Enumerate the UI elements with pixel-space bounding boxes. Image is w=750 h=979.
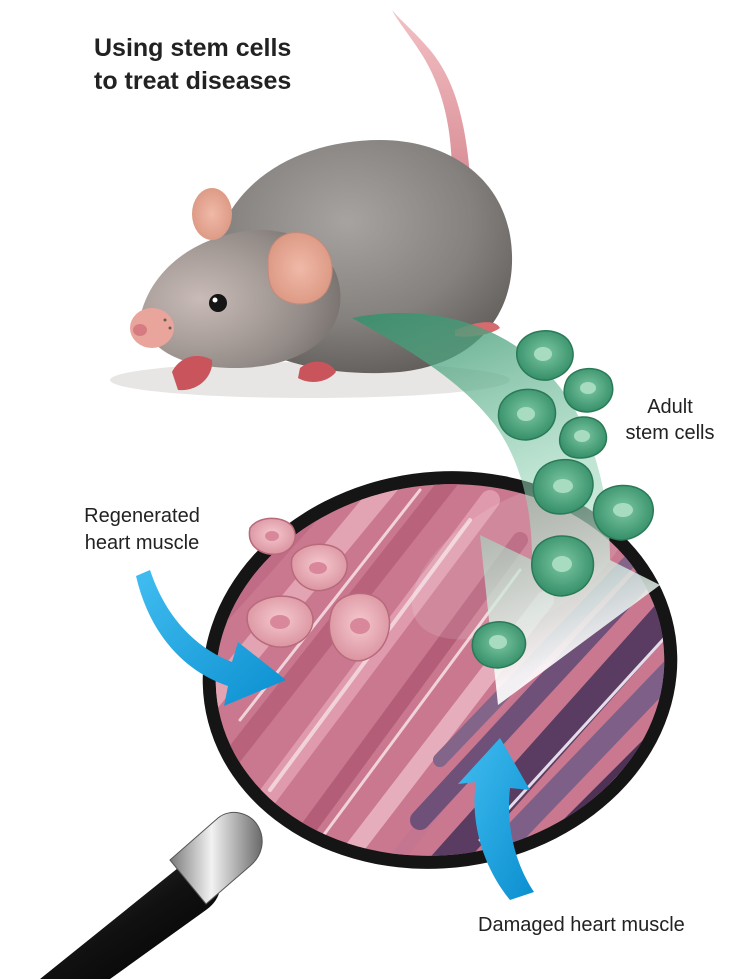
- title-line-2: to treat diseases: [94, 65, 394, 98]
- mouse-whisker-dot: [164, 319, 167, 322]
- adult-stem-cells-label: Adult stem cells: [590, 394, 750, 446]
- regen-label-line-1: Regenerated: [42, 503, 242, 530]
- diagram-title: Using stem cells to treat diseases: [94, 32, 394, 98]
- stem-cell-icon: [532, 536, 594, 596]
- stem-cell-icon: [472, 622, 525, 668]
- mouse-whisker-dot: [169, 327, 172, 330]
- regen-label-line-2: heart muscle: [42, 530, 242, 557]
- damaged-heart-muscle-label: Damaged heart muscle: [478, 912, 750, 938]
- mouse-ear-back: [192, 188, 232, 240]
- mouse-eye: [209, 294, 227, 312]
- pink-cell-nucleus: [265, 531, 279, 541]
- mouse-nose: [133, 324, 147, 336]
- stem-cell-icon: [533, 460, 593, 514]
- mouse-ear-front: [268, 232, 332, 304]
- pink-cell-nucleus: [350, 618, 370, 634]
- regenerated-heart-muscle-label: Regenerated heart muscle: [42, 503, 242, 557]
- mouse-eye-glint: [213, 298, 218, 303]
- stem-cell-icon: [498, 389, 555, 440]
- pink-cell-nucleus: [309, 562, 327, 574]
- adult-label-line-2: stem cells: [590, 420, 750, 446]
- adult-label-line-1: Adult: [590, 394, 750, 420]
- stem-cell-icon: [517, 331, 573, 380]
- title-line-1: Using stem cells: [94, 32, 394, 65]
- stem-cell-icon: [594, 485, 654, 540]
- pink-cell-nucleus: [270, 615, 290, 629]
